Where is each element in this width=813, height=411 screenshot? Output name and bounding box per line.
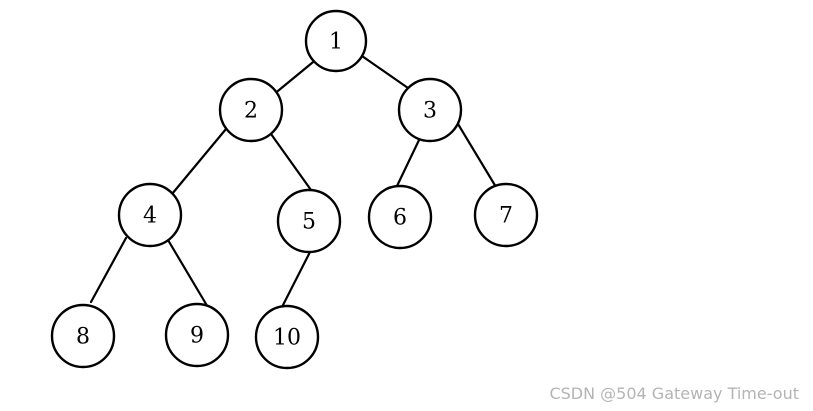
- tree-edge-n3-n7: [456, 122, 501, 194]
- tree-node-7: 7: [473, 182, 539, 248]
- tree-node-circle: [254, 304, 320, 370]
- tree-node-label: 1: [329, 30, 343, 55]
- tree-node-label: 9: [190, 324, 204, 349]
- tree-node-label: 7: [499, 204, 513, 229]
- tree-node-label: 3: [423, 99, 437, 124]
- tree-node-circle: [218, 77, 284, 143]
- tree-edges: [89, 54, 501, 311]
- tree-node-8: 8: [50, 303, 116, 369]
- tree-node-circle: [473, 182, 539, 248]
- tree-node-4: 4: [117, 182, 183, 248]
- tree-node-label: 2: [244, 99, 258, 124]
- tree-node-label: 8: [76, 325, 90, 350]
- tree-node-2: 2: [218, 77, 284, 143]
- tree-node-circle: [117, 182, 183, 248]
- tree-node-9: 9: [164, 302, 230, 368]
- tree-edge-n2-n4: [170, 127, 228, 196]
- tree-node-label: 6: [393, 206, 407, 231]
- tree-edge-n3-n6: [395, 136, 422, 188]
- tree-node-10: 10: [254, 304, 320, 370]
- tree-node-label: 10: [273, 326, 301, 351]
- tree-node-circle: [397, 77, 463, 143]
- tree-node-3: 3: [397, 77, 463, 143]
- tree-nodes: 1 2 3 4 5 6 7 8 9 10: [50, 9, 539, 370]
- tree-node-circle: [164, 302, 230, 368]
- tree-edge-n1-n2: [271, 56, 320, 97]
- tree-node-1: 1: [304, 9, 368, 73]
- tree-node-label: 4: [143, 204, 157, 229]
- tree-node-circle: [50, 303, 116, 369]
- tree-node-6: 6: [367, 184, 433, 250]
- tree-node-5: 5: [276, 188, 342, 254]
- tree-node-circle: [367, 184, 433, 250]
- tree-node-circle: [304, 9, 368, 73]
- tree-edge-n5-n10: [279, 250, 312, 311]
- tree-node-circle: [276, 188, 342, 254]
- tree-edge-n2-n5: [269, 132, 313, 192]
- tree-edge-n1-n3: [360, 54, 410, 90]
- tree-node-label: 5: [302, 210, 316, 235]
- tree-edge-n4-n9: [166, 238, 211, 311]
- watermark-text: CSDN @504 Gateway Time-out: [549, 384, 799, 403]
- tree-edge-n4-n8: [89, 236, 128, 304]
